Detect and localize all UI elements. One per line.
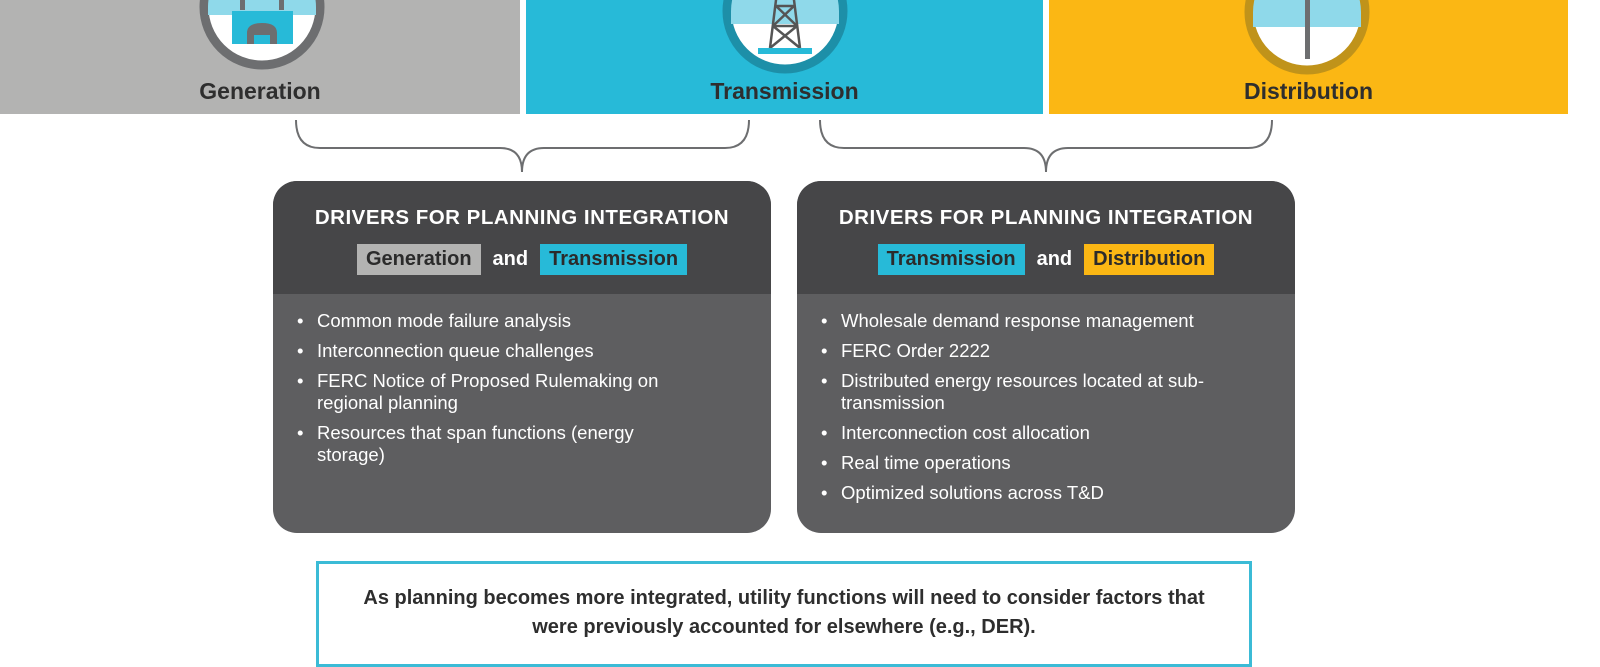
card-header: DRIVERS FOR PLANNING INTEGRATION Generat… [273,181,771,294]
power-plant-icon [199,0,325,70]
list-item: FERC Notice of Proposed Rulemaking on re… [297,370,697,414]
transmission-pill: Transmission [540,244,688,275]
card-title: DRIVERS FOR PLANNING INTEGRATION [314,206,730,229]
driver-list: Common mode failure analysis Interconnec… [273,294,771,466]
bracket-gen-trans [295,119,750,173]
joiner: and [1036,248,1073,270]
list-item: Wholesale demand response management [821,310,1295,332]
list-item: Real time operations [821,452,1295,474]
list-item: Common mode failure analysis [297,310,771,332]
generation-panel: Generation [0,0,520,114]
trans-dist-drivers-card: DRIVERS FOR PLANNING INTEGRATION Transmi… [797,181,1295,533]
transmission-tower-icon [722,0,848,74]
bracket-trans-dist [819,119,1273,173]
joiner: and [492,248,529,270]
transmission-label: Transmission [710,78,859,104]
list-item: Optimized solutions across T&D [821,482,1295,504]
utility-pole-icon [1244,0,1370,75]
bracket-connectors [295,119,1273,173]
card-header: DRIVERS FOR PLANNING INTEGRATION Transmi… [797,181,1295,294]
transmission-panel: Transmission [526,0,1043,114]
generation-label: Generation [199,78,321,104]
distribution-label: Distribution [1243,78,1374,104]
driver-list: Wholesale demand response management FER… [797,294,1295,504]
list-item: Interconnection cost allocation [821,422,1295,444]
list-item: Distributed energy resources located at … [821,370,1251,414]
distribution-pill: Distribution [1084,244,1215,275]
gen-trans-drivers-card: DRIVERS FOR PLANNING INTEGRATION Generat… [273,181,771,533]
list-item: FERC Order 2222 [821,340,1295,362]
list-item: Resources that span functions (energy st… [297,422,637,466]
list-item: Interconnection queue challenges [297,340,771,362]
integration-note-box: As planning becomes more integrated, uti… [316,561,1252,667]
note-text: As planning becomes more integrated, uti… [363,587,1205,638]
transmission-pill: Transmission [877,244,1025,275]
generation-pill: Generation [356,244,481,275]
card-title: DRIVERS FOR PLANNING INTEGRATION [838,206,1254,229]
distribution-panel: Distribution [1049,0,1568,114]
